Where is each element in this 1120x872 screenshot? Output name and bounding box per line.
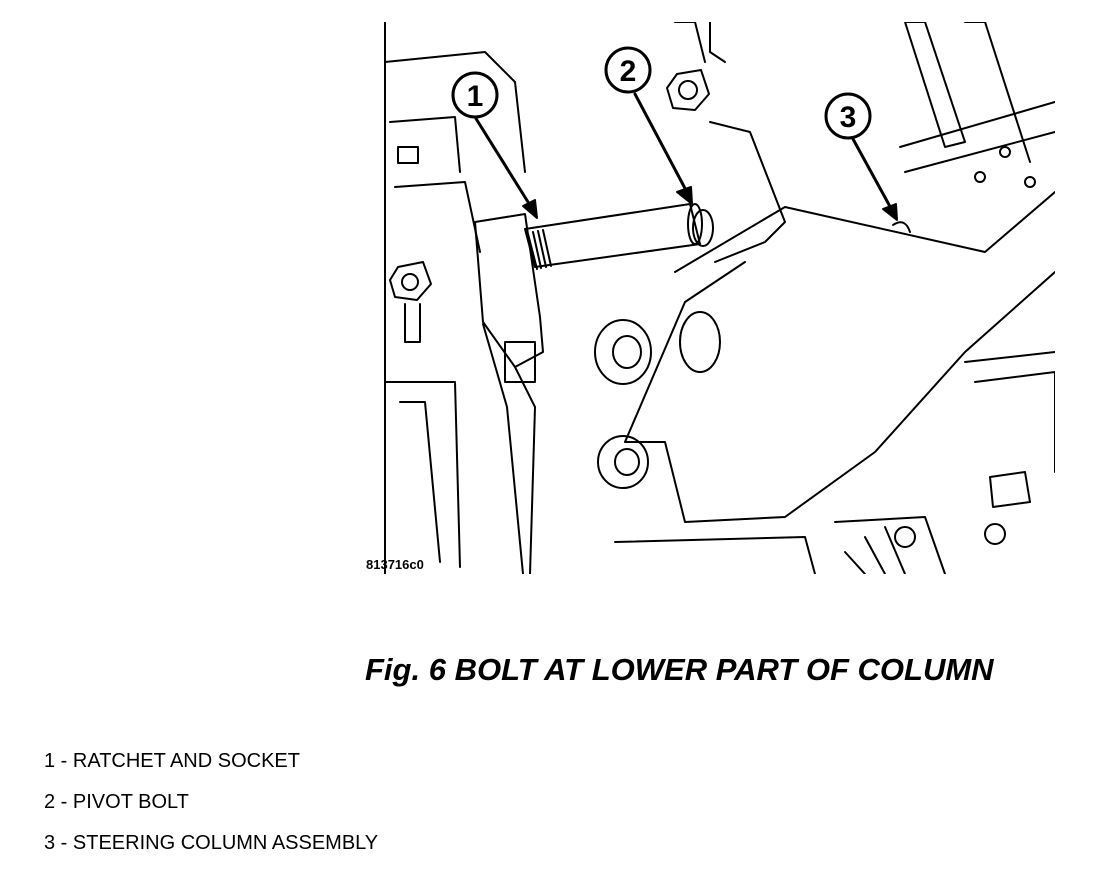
bolt-head-hex (666, 69, 710, 111)
column-lower-edge (624, 271, 1055, 523)
left-bolt-shank (404, 303, 421, 343)
callout-1-number: 1 (467, 80, 484, 113)
upper-housing (674, 22, 706, 63)
lower-rib (864, 536, 886, 574)
callout-2-bubble: 2 (604, 46, 652, 94)
mount-bolt-upper-inner (612, 335, 642, 369)
illustration-drawing: 1 2 3 (384, 22, 1055, 574)
socket-knurl (537, 230, 547, 268)
left-slot (397, 146, 419, 164)
left-lower-rib (399, 401, 441, 563)
lower-rib (844, 551, 866, 574)
callout-2-number: 2 (620, 55, 637, 88)
ratchet-handle-left (482, 323, 524, 574)
column-left-edge (624, 261, 746, 443)
column-port (679, 311, 721, 373)
callout-3-arrowhead (882, 203, 898, 221)
socket-knurl (542, 229, 552, 267)
legend-item: 2 - PIVOT BOLT (44, 791, 189, 813)
right-upper-brace-2 (904, 131, 1055, 173)
ratchet-handle-right (514, 366, 536, 574)
figure-caption: Fig. 6 BOLT AT LOWER PART OF COLUMN (365, 652, 994, 687)
lower-right-housing (834, 516, 946, 574)
legend-item: 3 - STEERING COLUMN ASSEMBLY (44, 832, 379, 854)
right-upper-brace (899, 101, 1055, 148)
legend-list: 1 - RATCHET AND SOCKET 2 - PIVOT BOLT 3 … (44, 748, 378, 871)
rivet (974, 171, 986, 183)
clip (989, 471, 1031, 508)
socket-knurl (532, 231, 542, 269)
figure-id: 813716c0 (366, 557, 424, 572)
pivot-bracket (709, 121, 786, 263)
right-panel-edge (964, 351, 1055, 363)
lower-rib (884, 526, 906, 574)
lower-hex-bolt (894, 526, 916, 548)
mount-bolt-lower (597, 435, 649, 489)
ratchet-swivel (504, 341, 536, 383)
callout-3-tick (892, 221, 911, 233)
legend-item: 1 - RATCHET AND SOCKET (44, 750, 300, 772)
socket-extension (524, 203, 701, 268)
upper-right-rail-2 (964, 22, 1031, 163)
lower-floor-panel (614, 536, 816, 574)
upper-left-panel (384, 51, 526, 173)
upper-right-rail (904, 22, 966, 148)
upper-housing-2 (709, 22, 726, 63)
left-hex-bolt (389, 261, 432, 301)
column-upper-edge (674, 191, 1055, 273)
callout-2-arrowhead (676, 186, 693, 205)
callout-3-number: 3 (840, 101, 857, 134)
right-panel (974, 371, 1055, 473)
socket-knurl (527, 233, 538, 270)
callout-2-leader (633, 92, 690, 196)
callout-3-bubble: 3 (824, 92, 872, 140)
technical-illustration: 1 2 3 (365, 22, 1055, 574)
bolt-head-center (678, 80, 698, 100)
ratchet-head (474, 213, 544, 368)
left-bracket (389, 116, 461, 173)
mount-bolt-upper (594, 319, 652, 385)
lower-hex-bolt (984, 523, 1006, 545)
callout-1-arrowhead (522, 199, 538, 219)
left-lower-panel (384, 381, 461, 568)
rivet (999, 146, 1011, 158)
callout-1-leader (473, 115, 535, 212)
callout-3-leader (851, 137, 895, 214)
callout-1-bubble: 1 (451, 71, 499, 119)
rivet (1024, 176, 1036, 188)
socket-end (687, 203, 703, 245)
left-ledge (394, 181, 481, 253)
left-hex-bolt-center (401, 273, 419, 291)
mount-bolt-lower-inner (614, 448, 640, 476)
pivot-bolt-end (692, 209, 714, 247)
